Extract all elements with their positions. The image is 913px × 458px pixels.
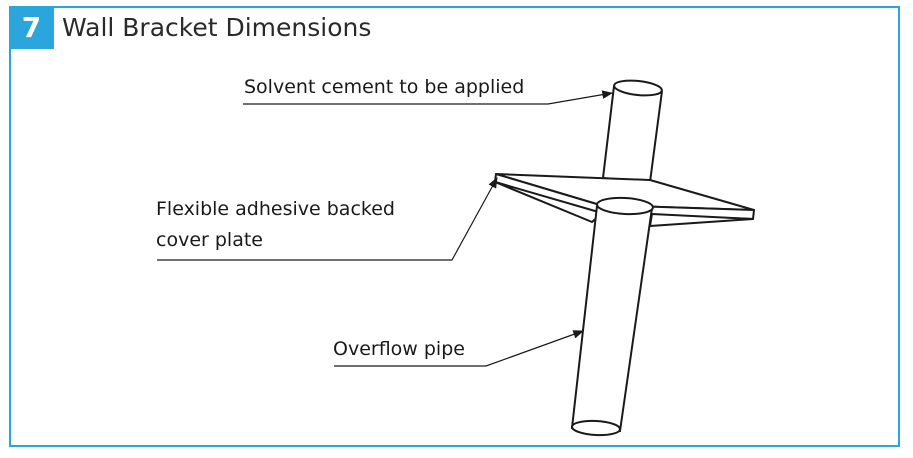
lower-pipe	[570, 196, 654, 437]
leader-cover-plate	[157, 177, 498, 261]
step-frame	[9, 6, 900, 447]
cover-plate-label-line1: Flexible adhesive backed	[156, 198, 395, 220]
step-number-badge: 7	[9, 6, 54, 49]
solvent-cement-label: Solvent cement to be applied	[244, 76, 525, 98]
upper-pipe	[601, 79, 663, 184]
leader-solvent	[243, 90, 614, 105]
leader-lines	[157, 90, 614, 367]
overflow-pipe-label: Overflow pipe	[333, 338, 465, 360]
leader-overflow	[334, 330, 585, 367]
cover-plate-label-line2: cover plate	[156, 229, 263, 251]
page-title: Wall Bracket Dimensions	[62, 13, 372, 42]
